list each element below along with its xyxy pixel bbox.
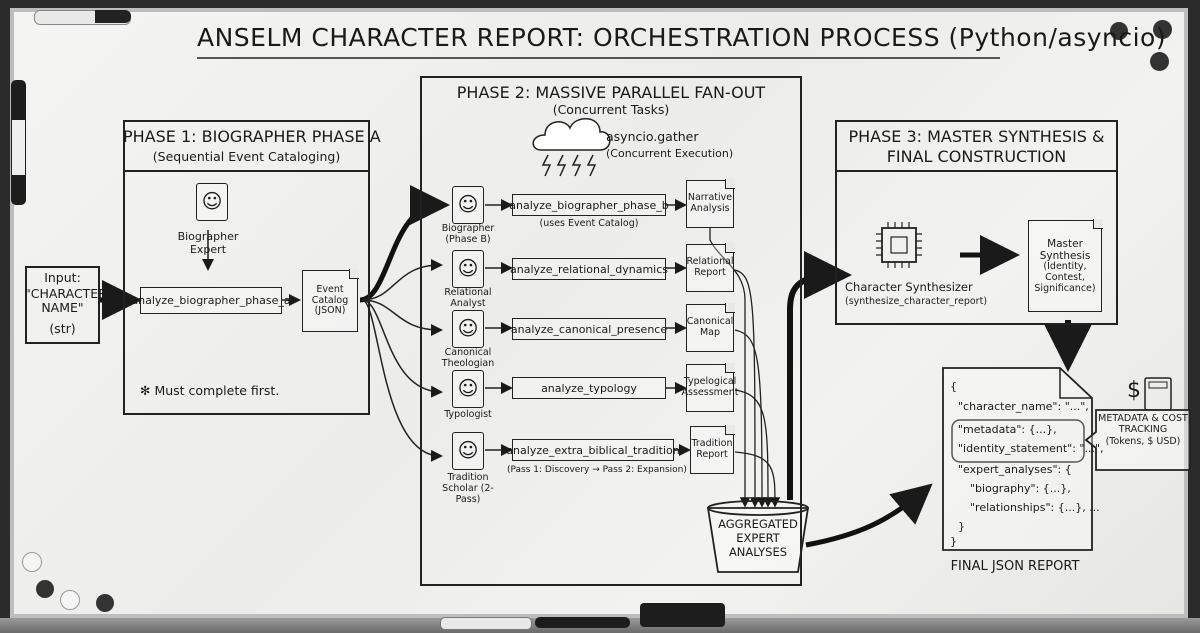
json-line: "expert_analyses": {	[958, 463, 1072, 476]
expert-note: (uses Event Catalog)	[539, 218, 639, 229]
narrative-analysis-doc: Narrative Analysis	[686, 179, 735, 228]
phase2-panel	[420, 76, 802, 586]
biographer-b-icon: ☺	[452, 186, 484, 224]
event-catalog-doc: Event Catalog (JSON)	[302, 269, 359, 332]
dollar-icon: $	[1127, 378, 1141, 403]
typologist-icon: ☺	[452, 370, 484, 408]
marker-left	[11, 80, 26, 205]
magnet	[1153, 20, 1172, 39]
magnet	[96, 594, 114, 612]
fn-relational-dynamics: analyze_relational_dynamics	[510, 258, 668, 280]
marker-tray-2	[535, 617, 630, 628]
character-synthesizer: Character Synthesizer	[845, 280, 973, 294]
phase3-title2: FINAL CONSTRUCTION	[886, 147, 1067, 166]
phase2-subtitle: (Concurrent Tasks)	[552, 102, 670, 117]
expert-name: Tradition Scholar (2-Pass)	[442, 472, 494, 505]
final-json-report-label: FINAL JSON REPORT	[950, 559, 1080, 574]
eraser	[640, 603, 725, 627]
input-value: "CHARACTER NAME"	[25, 286, 107, 316]
diagram-title: ANSELM CHARACTER REPORT: ORCHESTRATION P…	[197, 23, 1167, 52]
expert-name: Relational Analyst	[444, 287, 492, 309]
fn-extra-biblical-tradition: analyze_extra_biblical_tradition	[506, 439, 680, 461]
fn-biographer-phase-b: analyze_biographer_phase_b	[509, 194, 669, 216]
input-label: Input:	[44, 270, 81, 285]
input-box	[25, 266, 100, 344]
phase1-title: PHASE 1: BIOGRAPHER PHASE A	[123, 127, 381, 146]
phase3-title: PHASE 3: MASTER SYNTHESIS &	[848, 127, 1105, 146]
json-line: "character_name": "...",	[958, 400, 1089, 413]
master-synthesis-label: Master Synthesis	[1039, 237, 1091, 262]
phase3-header	[835, 120, 1118, 172]
json-line: {	[950, 380, 957, 393]
json-line: }	[958, 520, 965, 533]
canonical-map-doc: Canonical Map	[686, 303, 735, 352]
phase1-note: ✻ Must complete first.	[140, 383, 280, 398]
phase1-expert: Biographer Expert	[177, 230, 239, 256]
phase3-panel	[835, 120, 1118, 325]
fn-typology: analyze_typology	[512, 377, 666, 399]
magnet	[22, 552, 42, 572]
magnet	[1110, 22, 1128, 40]
typological-assessment-doc: Typelogical Assessment	[682, 363, 739, 412]
fn-biographer-phase-a: analyze_biographer_phase_a	[131, 287, 291, 314]
expert-name: Biographer (Phase B)	[441, 223, 495, 245]
phase1-subtitle: (Sequential Event Cataloging)	[152, 149, 341, 164]
phase2-title: PHASE 2: MASSIVE PARALLEL FAN-OUT	[456, 83, 766, 102]
phase1-panel	[123, 120, 370, 415]
json-line: "relationships": {...}, ...	[970, 501, 1100, 514]
json-line: }	[950, 535, 957, 548]
metadata-text: METADATA & COST TRACKING	[1098, 413, 1188, 436]
relational-report-doc: Relational Report	[686, 243, 735, 292]
gather-note: (Concurrent Execution)	[606, 147, 734, 160]
phase1-header	[123, 120, 370, 172]
marker-tray-1	[440, 617, 532, 630]
relational-analyst-icon: ☺	[452, 250, 484, 288]
expert-name: Typologist	[444, 409, 492, 420]
json-line: "metadata": {...},	[958, 423, 1057, 436]
aggregated-analyses: AGGREGATED EXPERT ANALYSES	[718, 517, 798, 559]
json-line: "biography": {...},	[970, 482, 1071, 495]
master-synthesis-doc: Master Synthesis (Identity, Contest, Sig…	[1028, 219, 1103, 312]
magnet	[1150, 52, 1169, 71]
master-synthesis-detail: (Identity, Contest, Significance)	[1034, 260, 1096, 294]
magnet	[60, 590, 80, 610]
synthesizer-fn: (synthesize_character_report)	[845, 296, 988, 307]
metadata-detail: (Tokens, $ USD)	[1105, 435, 1181, 447]
biographer-expert-icon: ☺	[196, 183, 228, 221]
magnet	[36, 580, 54, 598]
marker-top	[34, 10, 131, 25]
metadata-tracking: METADATA & COST TRACKING (Tokens, $ USD)	[1098, 413, 1188, 447]
expert-note: (Pass 1: Discovery → Pass 2: Expansion)	[507, 465, 687, 475]
gather-label: asyncio.gather	[606, 129, 699, 144]
fn-canonical-presence: analyze_canonical_presence	[511, 318, 667, 340]
input-type: (str)	[49, 321, 76, 336]
canonical-theologian-icon: ☺	[452, 310, 484, 348]
json-line: "identity_statement": "...",	[958, 442, 1104, 455]
expert-name: Canonical Theologian	[441, 347, 495, 369]
tradition-scholar-icon: ☺	[452, 432, 484, 470]
tradition-report-doc: Tradition Report	[690, 425, 735, 474]
